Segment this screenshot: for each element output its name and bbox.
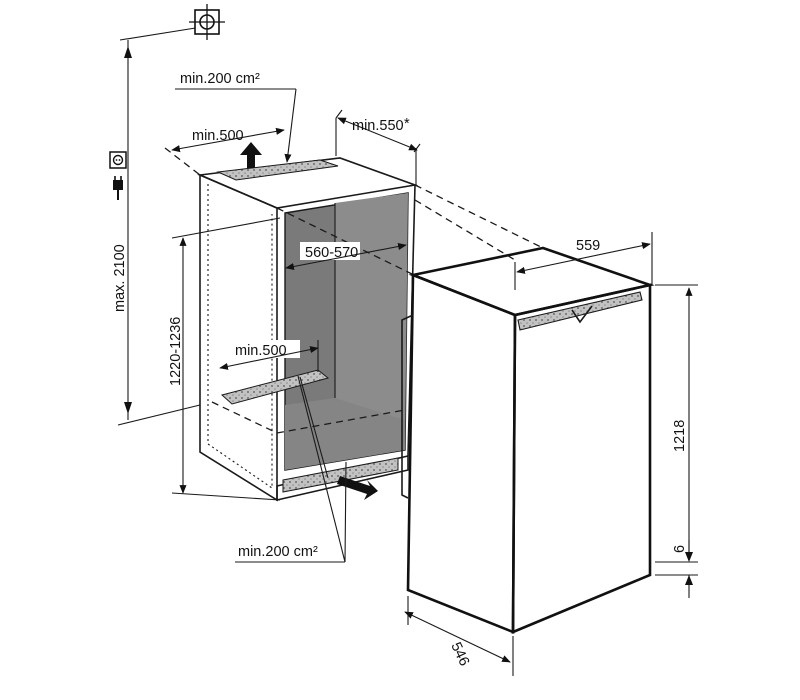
airflow-arrow-icon — [240, 142, 262, 168]
airflow-arrow-in-icon — [337, 476, 378, 500]
appliance — [401, 246, 655, 634]
label-appliance-height: 1218 — [672, 420, 688, 452]
dim-floor-clearance: min.500 — [219, 340, 319, 372]
dim-top-clearance: min.500 — [171, 127, 285, 153]
label-base-gap: 6 — [672, 545, 688, 553]
dim-max-height: max. 2100 — [112, 25, 209, 426]
dim-niche-height: 1220-1236 — [168, 217, 281, 501]
dim-appliance-height: 1218 — [655, 284, 698, 563]
label-bottom-vent: min.200 cm² — [238, 544, 318, 560]
label-appliance-depth: 559 — [576, 238, 600, 254]
dim-appliance-width: 546 — [404, 596, 514, 676]
niche-cabinet — [196, 157, 419, 502]
dim-niche-depth: min.550 * — [335, 109, 421, 185]
label-niche-height: 1220-1236 — [168, 317, 184, 386]
label-max-height: max. 2100 — [112, 244, 128, 312]
dim-inner-width: 560-570 — [285, 242, 407, 270]
callout-top-vent: min.200 cm² — [175, 71, 297, 163]
bottom-vent-grille — [282, 457, 399, 493]
label-appliance-width: 546 — [447, 640, 472, 669]
label-top-clearance: min.500 — [192, 128, 244, 144]
dim-base-gap: 6 — [655, 540, 698, 598]
top-vent-grille — [216, 159, 339, 181]
label-floor-clearance: min.500 — [235, 343, 287, 359]
water-connection-icon — [189, 4, 225, 40]
label-inner-width: 560-570 — [305, 245, 358, 261]
label-niche-depth-note: * — [404, 116, 410, 132]
callout-bottom-vent: min.200 cm² — [235, 375, 378, 563]
appliance-top-grille — [517, 291, 643, 331]
label-top-vent: min.200 cm² — [180, 71, 260, 87]
power-plug-icon — [113, 176, 123, 200]
power-socket-icon — [109, 151, 127, 169]
dim-appliance-depth: 559 — [514, 232, 653, 290]
floor-vent-grille — [220, 369, 330, 405]
label-niche-depth: min.550 — [352, 118, 404, 134]
